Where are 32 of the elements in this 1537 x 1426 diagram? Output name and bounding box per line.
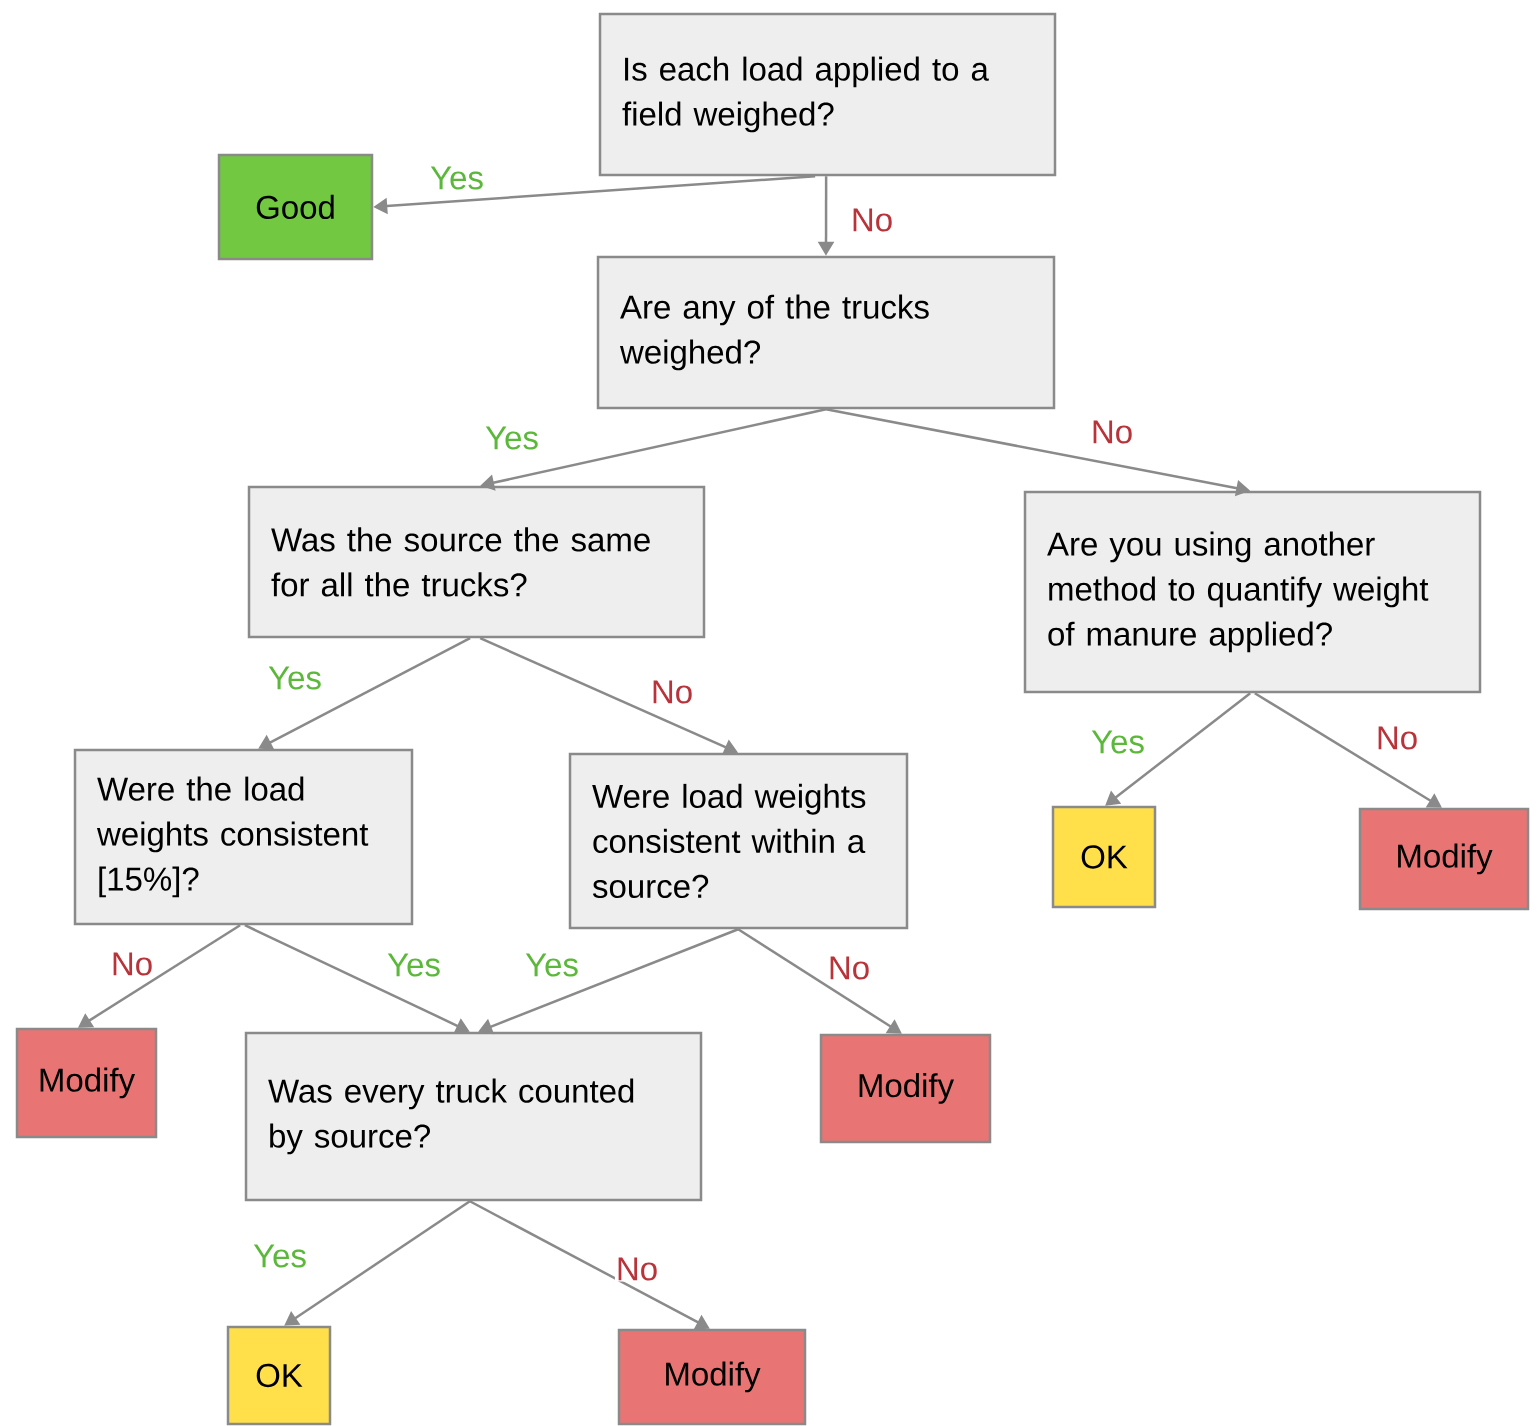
question-box: Were the load weights consistent [15%]? (73, 748, 414, 926)
question-box: Are any of the trucks weighed? (596, 255, 1056, 410)
edge-label: Yes (484, 425, 540, 451)
result-box: Modify (15, 1027, 158, 1139)
edge-label: Yes (252, 1243, 308, 1269)
question-box: Is each load applied to a field weighed? (598, 12, 1057, 177)
edge-label: Yes (386, 952, 442, 978)
edge-label: No (614, 1256, 660, 1282)
question-box: Was every truck counted by source? (244, 1031, 703, 1202)
result-box: Modify (1358, 807, 1530, 911)
edge-label: Yes (524, 952, 580, 978)
question-box: Were load weights consistent within a source? (568, 752, 909, 930)
question-box: Are you using another method to quantify weight of manure applied? (1023, 490, 1482, 694)
arrow (737, 928, 902, 1034)
result-box: Modify (617, 1328, 807, 1426)
edge-label: Yes (1090, 729, 1146, 755)
edge-label: No (1374, 725, 1420, 751)
result-box: OK (226, 1325, 332, 1426)
edge-label: No (1089, 419, 1135, 445)
result-box: Good (217, 153, 374, 261)
edge-label: Yes (429, 165, 485, 191)
result-box: Modify (819, 1033, 992, 1144)
arrow (284, 1200, 471, 1326)
edge-label: No (849, 207, 895, 233)
edge-label: Yes (267, 665, 323, 691)
arrow (1254, 692, 1442, 808)
result-box: OK (1051, 805, 1157, 909)
arrow (1105, 692, 1251, 806)
question-box: Was the source the same for all the trucks? (247, 485, 706, 639)
edge-label: No (109, 951, 155, 977)
edge-label: No (826, 955, 872, 981)
edge-label: No (649, 679, 695, 705)
